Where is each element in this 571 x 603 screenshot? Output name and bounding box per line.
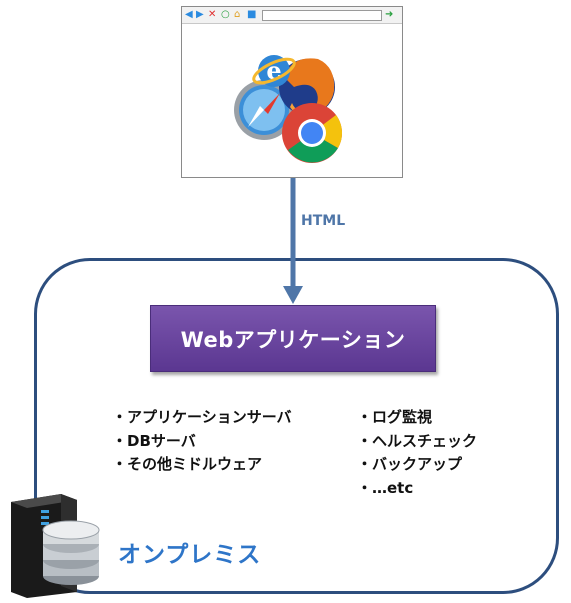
forward-arrow-icon: ▶ <box>196 9 204 20</box>
web-application-title: Webアプリケーション <box>180 327 406 352</box>
list-item: ・ログ監視 <box>357 408 433 426</box>
list-item: ・バックアップ <box>357 455 463 473</box>
browser-toolbar: ◀ ▶ ✕ ○ ⌂ ■ ➜ <box>182 7 402 24</box>
operations-list: ・ログ監視 ・ヘルスチェック ・バックアップ ・…etc <box>357 406 477 500</box>
go-arrow-icon: ➜ <box>385 9 394 20</box>
server-icon <box>11 494 100 598</box>
back-arrow-icon: ◀ <box>185 9 193 20</box>
safari-icon <box>234 80 294 140</box>
page-icon: ■ <box>247 9 257 20</box>
web-application-box: Webアプリケーション <box>150 305 436 372</box>
chrome-icon <box>282 103 343 163</box>
list-item: ・DBサーバ <box>112 431 196 450</box>
list-item: ・…etc <box>357 478 414 497</box>
browser-logos: e <box>234 55 343 163</box>
internet-explorer-icon: e <box>252 55 296 87</box>
list-item: ・その他ミドルウェア <box>112 455 263 473</box>
list-item: ・アプリケーションサーバ <box>112 408 292 426</box>
html-label: HTML <box>301 213 346 229</box>
database-icon <box>42 520 100 585</box>
reload-icon: ○ <box>221 9 230 20</box>
address-bar <box>262 10 382 21</box>
onprem-label: オンプレミス <box>118 542 262 568</box>
close-icon: ✕ <box>208 9 217 20</box>
list-item: ・ヘルスチェック <box>357 431 478 450</box>
html-arrow <box>283 178 303 304</box>
server-list: ・アプリケーションサーバ ・DBサーバ ・その他ミドルウェア <box>112 406 292 477</box>
home-icon: ⌂ <box>234 9 241 20</box>
browser-window: ◀ ▶ ✕ ○ ⌂ ■ ➜ e <box>181 6 403 178</box>
